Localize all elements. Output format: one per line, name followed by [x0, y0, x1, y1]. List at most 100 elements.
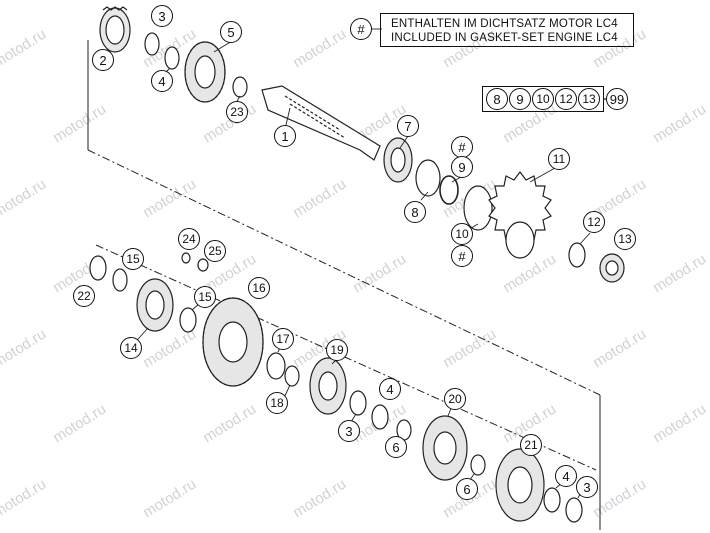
washer-12 — [568, 242, 586, 268]
part-callout-label: 19 — [330, 343, 344, 357]
part-callout: 4 — [379, 378, 401, 400]
part-callout-label: 6 — [463, 481, 471, 497]
part-callout-label: 4 — [386, 381, 394, 397]
part-callout: 15 — [194, 286, 216, 308]
part-callout: 13 — [614, 228, 636, 250]
washer-22 — [89, 255, 107, 281]
bushing-17 — [266, 352, 286, 380]
part-callout-label: 2 — [99, 52, 107, 68]
oring-9 — [439, 175, 459, 205]
part-callout: 24 — [178, 228, 200, 250]
part-callout: 22 — [73, 285, 95, 307]
part-callout-label: # — [458, 139, 466, 155]
part-callout: 14 — [120, 337, 142, 359]
spacer-10 — [463, 185, 493, 231]
part-callout-label: 15 — [126, 252, 140, 266]
pins-24-25 — [181, 252, 209, 272]
part-callout-label: 12 — [587, 215, 601, 229]
part-callout-label: 7 — [404, 118, 412, 134]
part-callout-label: 3 — [583, 479, 591, 495]
part-callout: 10 — [451, 223, 473, 245]
washer-3c — [565, 497, 583, 523]
part-callout-label: 16 — [252, 281, 266, 295]
part-callout-label: 22 — [77, 289, 91, 303]
part-callout: 4 — [151, 70, 173, 92]
nut-13 — [599, 253, 625, 283]
kit-member-label: 12 — [559, 92, 573, 106]
kit-member-callout: 12 — [555, 88, 577, 110]
legend-text-english: INCLUDED IN GASKET-SET ENGINE LC4 — [391, 32, 618, 44]
part-callout: 1 — [274, 125, 296, 147]
kit-member-label: 10 — [536, 92, 550, 106]
legend-box: ENTHALTEN IM DICHTSATZ MOTOR LC4 INCLUDE… — [380, 13, 634, 47]
part-callout: 6 — [385, 436, 407, 458]
part-callout-label: 13 — [618, 232, 632, 246]
washer-3 — [144, 32, 160, 56]
ring-4c — [543, 487, 561, 513]
kit-member-callout: 8 — [486, 88, 508, 110]
ring-4 — [164, 46, 180, 70]
part-callout-label: 17 — [276, 332, 290, 346]
part-callout: 15 — [122, 248, 144, 270]
gear-2 — [99, 6, 131, 53]
part-callout: 9 — [451, 156, 473, 178]
part-callout-label: 15 — [198, 290, 212, 304]
part-callout: 18 — [266, 392, 288, 414]
kit-group-box — [482, 86, 604, 112]
part-callout: 19 — [326, 339, 348, 361]
part-callout: 12 — [583, 211, 605, 233]
guide-line — [95, 244, 597, 471]
washer-3b — [349, 390, 367, 416]
part-callout-label: 21 — [524, 438, 538, 452]
part-callout-label: 1 — [281, 128, 289, 144]
part-callout: 16 — [248, 277, 270, 299]
gear-21 — [495, 448, 545, 522]
part-callout-label: 4 — [562, 468, 570, 484]
gear-20 — [422, 415, 468, 481]
part-callout: 23 — [226, 101, 248, 123]
part-callout: # — [451, 245, 473, 267]
part-callout-label: 11 — [552, 152, 566, 166]
gear-16 — [202, 297, 264, 387]
part-callout: 17 — [272, 328, 294, 350]
shaft-1 — [261, 85, 381, 161]
part-callout-label: 8 — [411, 204, 419, 220]
part-callout: 3 — [576, 476, 598, 498]
seal-8 — [415, 159, 441, 197]
part-callout: # — [451, 136, 473, 158]
part-callout: 2 — [92, 49, 114, 71]
part-callout-label: 18 — [270, 396, 284, 410]
kit-result-callout: 99 — [606, 88, 628, 110]
bearing-14 — [136, 278, 174, 332]
bushing-6b — [470, 454, 486, 476]
part-callout-label: 5 — [227, 24, 235, 40]
part-callout-label: 9 — [458, 159, 466, 175]
legend-symbol: # — [357, 21, 365, 37]
part-callout-label: 25 — [208, 244, 222, 258]
bearing-7 — [383, 137, 413, 183]
part-callout-label: 6 — [392, 439, 400, 455]
ring-4b — [371, 404, 389, 430]
part-callout: 3 — [338, 420, 360, 442]
part-callout: 25 — [204, 240, 226, 262]
shim-15 — [112, 268, 128, 292]
part-callout: 21 — [520, 434, 542, 456]
shim-15b — [179, 307, 197, 333]
guide-line — [87, 149, 601, 396]
kit-member-callout: 13 — [578, 88, 600, 110]
kit-result-label: 99 — [609, 91, 625, 107]
part-callout-label: 14 — [124, 341, 138, 355]
part-callout-label: 20 — [448, 392, 462, 406]
kit-member-callout: 9 — [509, 88, 531, 110]
sprocket-11 — [488, 171, 552, 259]
part-callout: 5 — [220, 21, 242, 43]
ring-18 — [284, 365, 300, 387]
kit-member-label: 13 — [582, 92, 596, 106]
part-callout: 3 — [151, 5, 173, 27]
bushing-23 — [232, 76, 248, 98]
part-callout: 20 — [444, 388, 466, 410]
part-callout-label: 23 — [230, 105, 244, 119]
part-callout: 6 — [456, 478, 478, 500]
